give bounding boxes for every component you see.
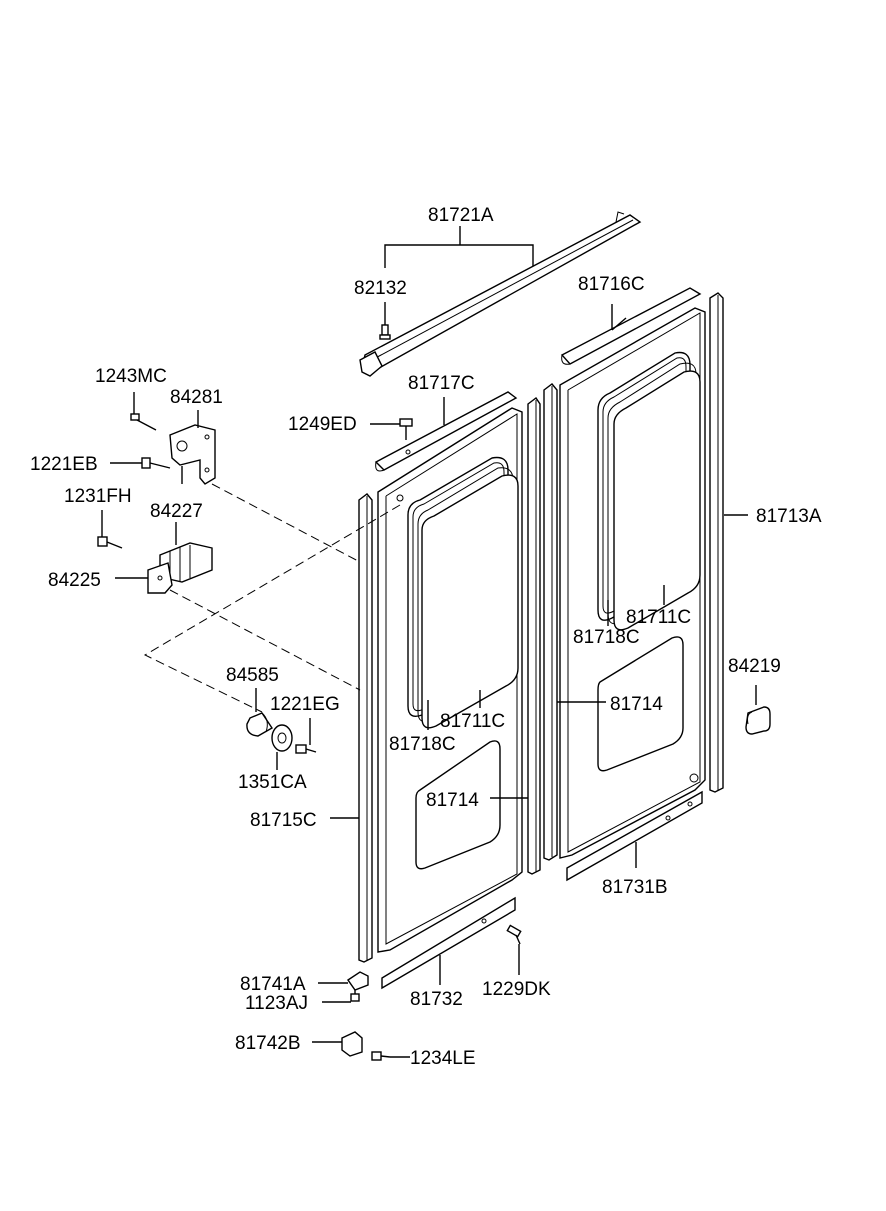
callout-81742B: 81742B [235,1033,301,1054]
left-door-window [407,456,519,729]
bumper-84585 [246,712,273,737]
callout-84585: 84585 [226,665,279,686]
left-door-top-cap-81717C [374,391,518,472]
right-door-sill-81731B [566,790,703,882]
right-door-window [597,351,701,631]
screw-1231FH [97,536,123,549]
callout-81718C-right: 81718C [573,627,640,648]
clip-84219 [745,706,771,735]
left-door-lower-window-81714 [415,740,501,870]
washer-1351CA [271,724,293,752]
callout-1221EG: 1221EG [270,694,340,715]
left-door-sill-81732 [381,896,516,990]
callout-81721A: 81721A [428,205,494,226]
callout-81717C: 81717C [408,373,475,394]
callout-1229DK: 1229DK [482,979,551,1000]
callout-81711C-right: 81711C [626,607,691,628]
right-door-lower-window-81714 [597,636,684,772]
screw-1249ED [399,418,413,440]
callout-81731B: 81731B [602,877,668,898]
callout-82132: 82132 [354,278,407,299]
callout-81715C: 81715C [250,810,317,831]
callout-81713A: 81713A [756,506,822,527]
left-door-rear-strip [527,396,541,875]
callout-1221EB: 1221EB [30,454,98,475]
callout-1234LE: 1234LE [410,1048,476,1069]
callout-81711C-left: 81711C [440,711,505,732]
screw-1123AJ [350,990,360,1002]
bracket-81742B [341,1031,363,1057]
callout-84219: 84219 [728,656,781,677]
callout-81714-right: 81714 [610,694,663,715]
screw-1221EG [295,744,317,754]
left-door-front-strip-81715C [358,493,373,963]
top-rail-81721A [359,211,642,377]
hinge-84281 [169,424,216,485]
callout-1249ED: 1249ED [288,414,357,435]
callout-84227: 84227 [150,501,203,522]
right-door-rear-strip-81713A [709,292,724,793]
screw-1243MC [130,413,157,431]
screw-1221EB [141,457,171,469]
callout-1243MC: 1243MC [95,366,167,387]
callout-81741A: 81741A [240,974,306,995]
bracket-81741A [347,971,369,991]
screw-1234LE [371,1051,391,1061]
callout-1351CA: 1351CA [238,772,307,793]
right-door-top-cap-81716C [560,287,702,365]
callout-1231FH: 1231FH [64,486,132,507]
hinge-84225 [147,562,173,594]
callout-81732: 81732 [410,989,463,1010]
callout-84225: 84225 [48,570,101,591]
callout-1123AJ: 1123AJ [245,993,308,1014]
screw-1229DK [506,924,522,945]
leader-81721A [384,226,534,268]
hinge-84227 [159,542,213,583]
screw-82132 [379,302,391,340]
callout-81714-left: 81714 [426,790,479,811]
callout-81716C: 81716C [578,274,645,295]
callout-81718C-left: 81718C [389,734,456,755]
right-door-front-strip [543,383,558,861]
callout-84281: 84281 [170,387,223,408]
